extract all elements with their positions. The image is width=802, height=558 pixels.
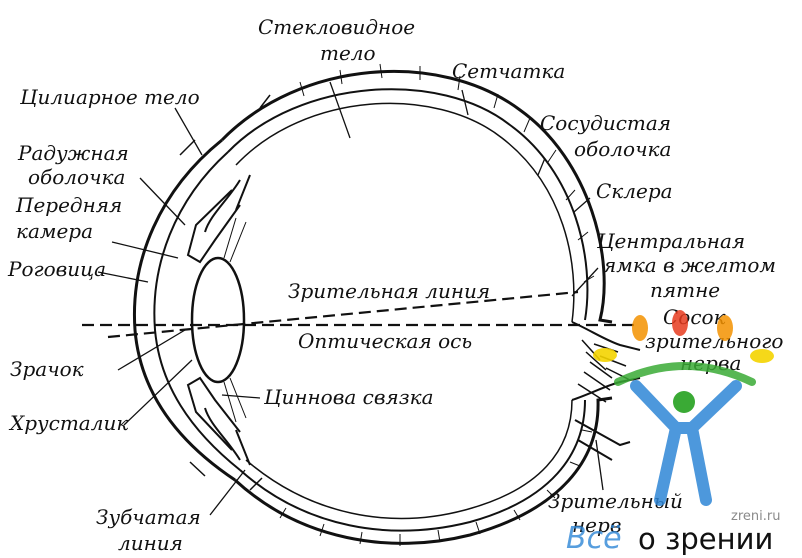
logo-brand-suffix: о зрении <box>638 522 773 556</box>
label-cornea: Роговица <box>7 257 106 281</box>
label-vitreous-2: тело <box>320 41 376 65</box>
iris-lower <box>188 378 240 450</box>
label-anterior-1: Передняя <box>15 193 122 217</box>
label-zonule: Циннова связка <box>263 385 434 409</box>
logo-flame-orange-2 <box>717 315 733 341</box>
retina-layer <box>236 103 574 518</box>
cornea <box>134 140 235 480</box>
logo-flame-orange-1 <box>632 315 648 341</box>
iris-upper <box>188 190 240 262</box>
optic-nerve <box>572 322 640 460</box>
label-vitreous-1: Стекловидное <box>258 15 415 39</box>
logo-brand-prefix: Всё <box>566 521 622 556</box>
label-anterior-2: камера <box>16 219 93 243</box>
eyeball <box>222 64 612 546</box>
logo-figure-head <box>673 391 695 413</box>
label-pupil: Зрачок <box>10 357 84 381</box>
lens <box>192 258 244 382</box>
label-sclera: Склера <box>596 179 673 203</box>
logo-flame-yellow-1 <box>593 348 617 362</box>
sclera-inner <box>228 89 587 530</box>
label-choroid-1: Сосудистая <box>540 111 671 135</box>
label-ora-1: Зубчатая <box>96 505 201 529</box>
label-fovea-2: ямка в желтом <box>603 253 776 277</box>
logo-flame-red-1 <box>672 310 688 336</box>
label-retina: Сетчатка <box>452 59 565 83</box>
label-ciliary: Цилиарное тело <box>19 85 200 109</box>
logo-flame-yellow-2 <box>750 349 774 363</box>
label-optical-axis: Оптическая ось <box>298 329 472 353</box>
label-visual-line: Зрительная линия <box>288 279 490 303</box>
label-fovea-3: пятне <box>650 278 720 302</box>
label-iris-2: оболочка <box>28 165 125 189</box>
label-iris-1: Радужная <box>17 141 129 165</box>
label-ora-2: линия <box>118 531 183 555</box>
label-lens: Хрусталик <box>8 411 128 435</box>
label-choroid-2: оболочка <box>574 137 671 161</box>
label-fovea-1: Центральная <box>596 229 745 253</box>
